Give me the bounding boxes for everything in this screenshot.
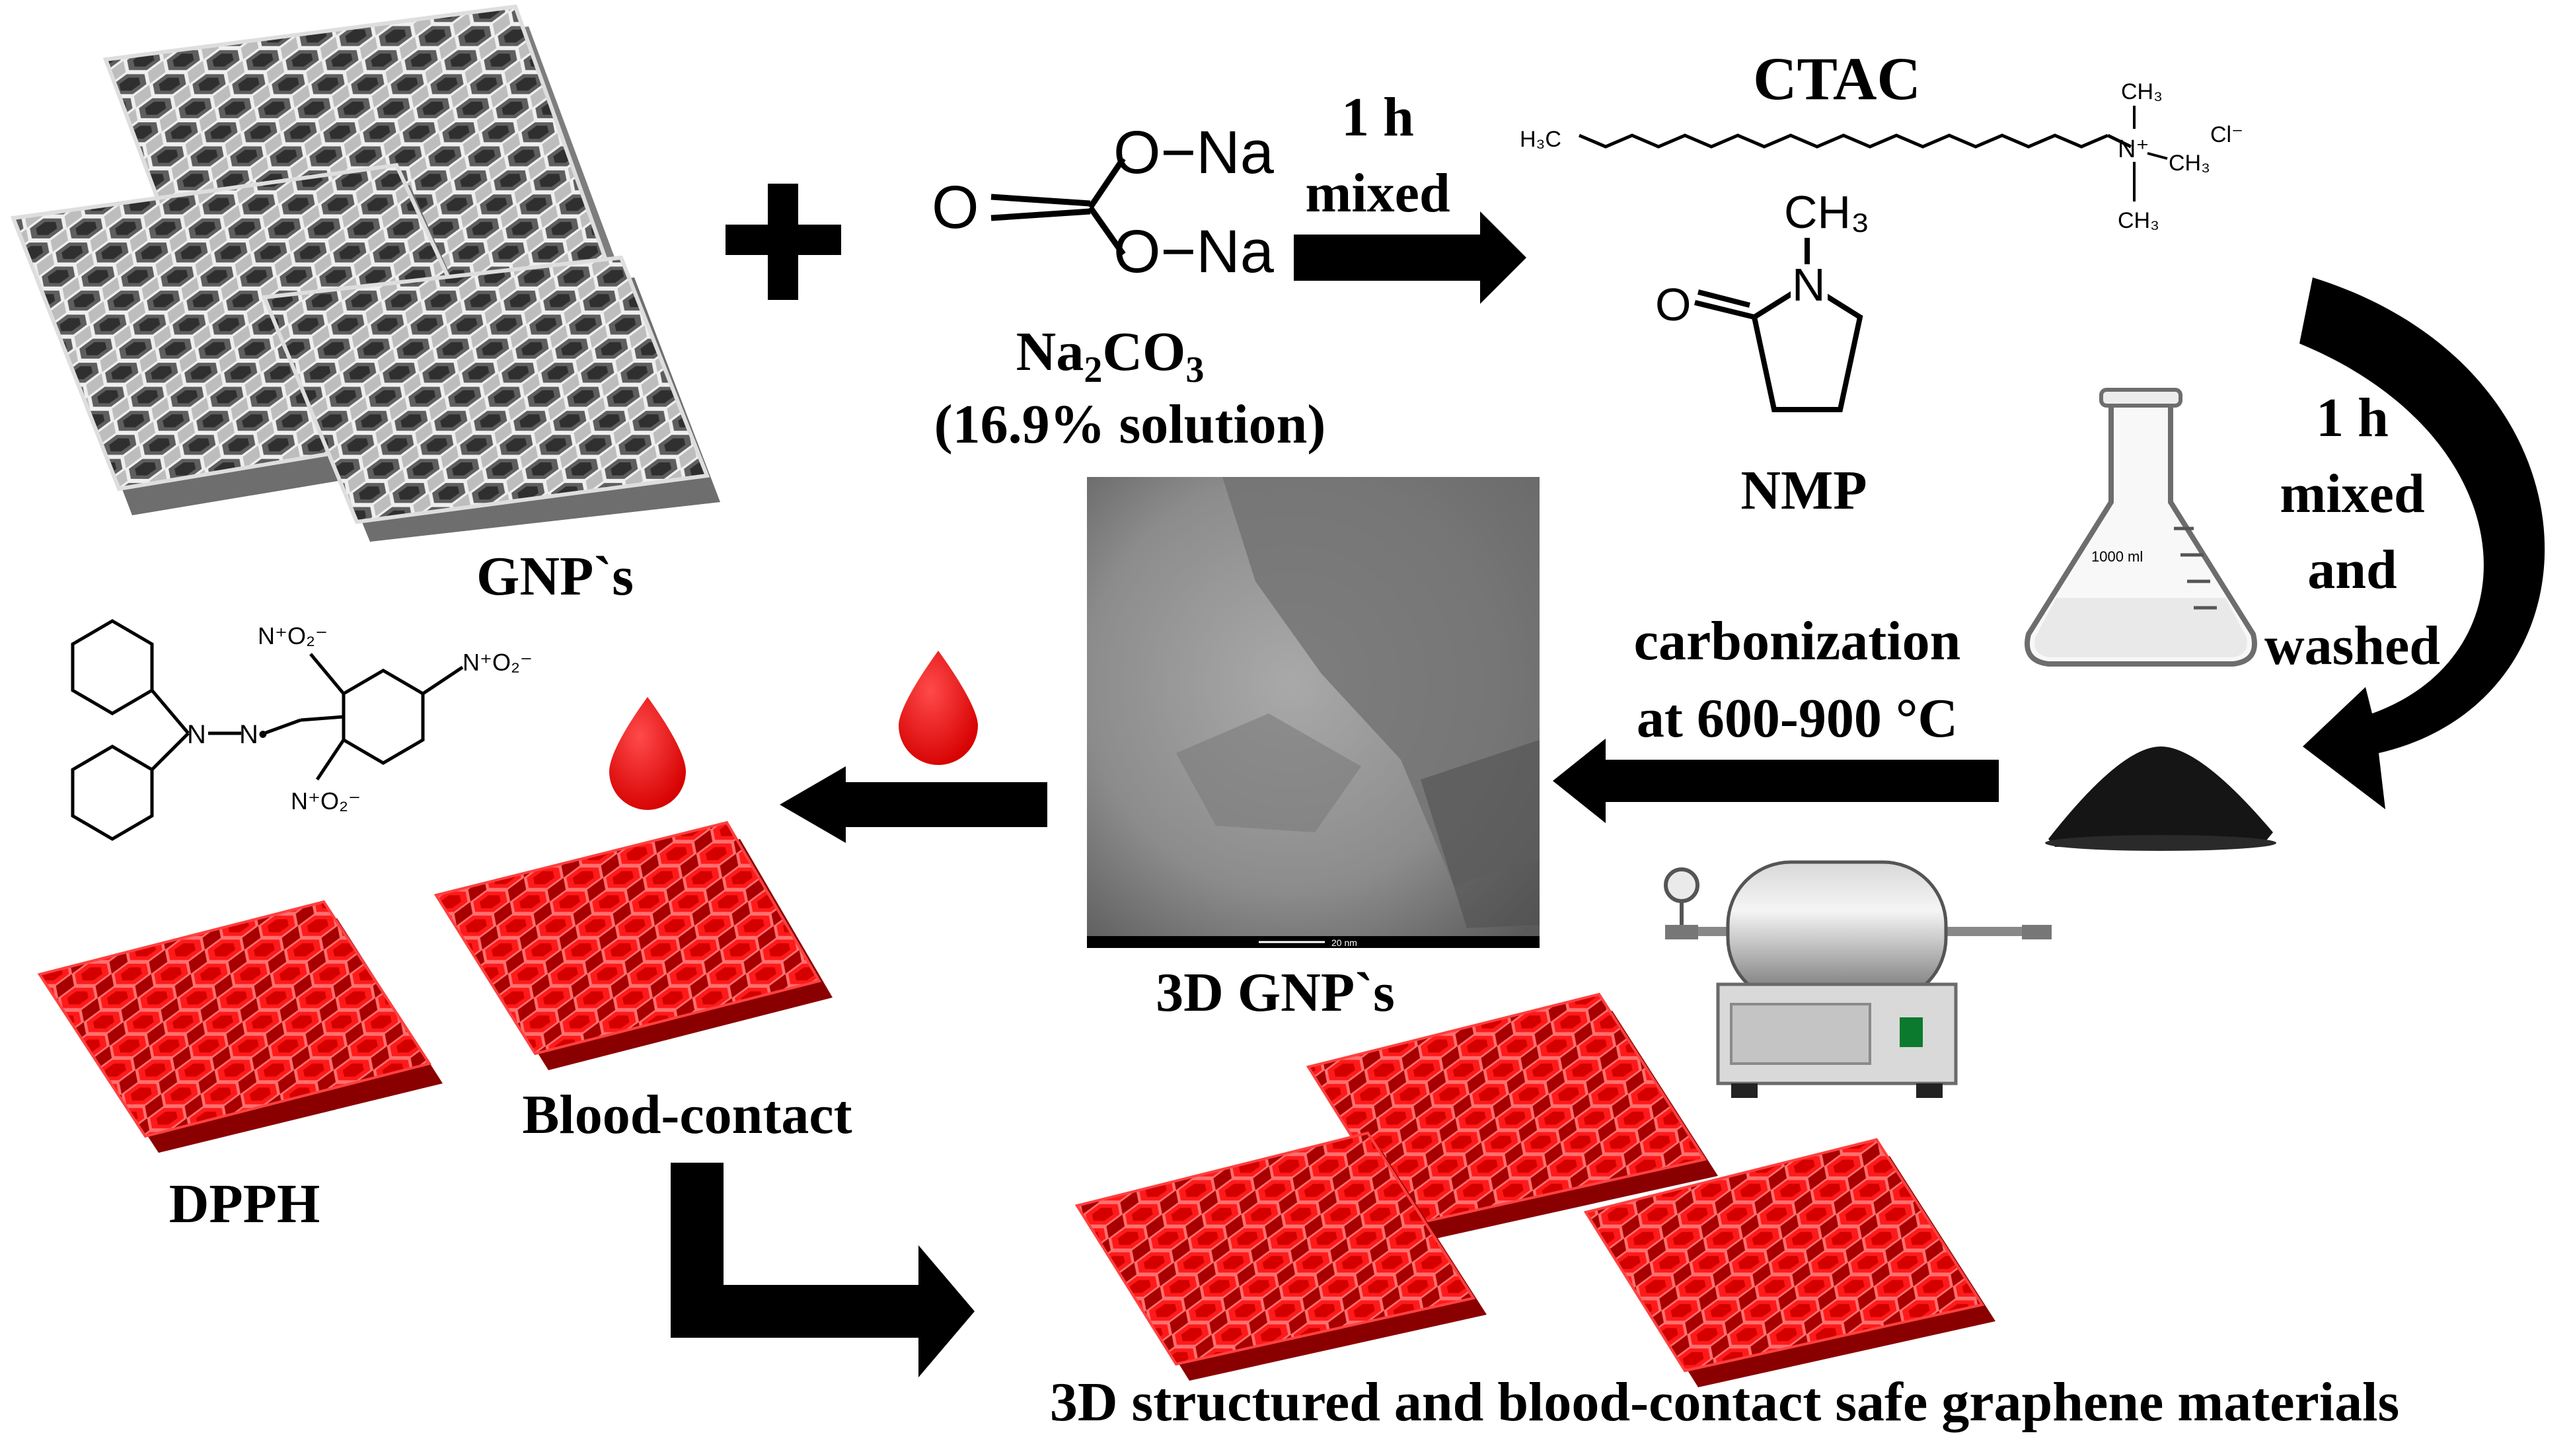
step2-washed-label: washed (2264, 615, 2440, 676)
red-graphene-sheet-icon (1306, 992, 1718, 1242)
dpph-no2-top: N⁺O₂⁻ (258, 622, 328, 649)
carbonization-temp-label: at 600-900 °C (1637, 688, 1958, 749)
graphene-stack-icon (10, 4, 720, 542)
step1-time-label: 1 h (1341, 87, 1414, 148)
black-powder-icon (2045, 746, 2276, 851)
ctac-h3c: H₃C (1520, 127, 1561, 152)
arrow-right-1 (1294, 211, 1526, 304)
dpph-n2: N• (239, 720, 268, 749)
plus-icon (726, 184, 841, 300)
dpph-no2-right: N⁺O₂⁻ (463, 649, 533, 676)
ctac-ch3-bottom: CH₃ (2118, 208, 2159, 233)
gnps-3d-label: 3D GNP`s (1156, 962, 1395, 1023)
ctac-n-plus: N⁺ (2118, 135, 2149, 163)
erlenmeyer-flask-icon: 1000 ml (2025, 388, 2257, 667)
na2co3-label: Na2CO3 (1016, 321, 1205, 390)
ctac-structure: H₃C N⁺ CH₃ CH₃ CH₃ Cl⁻ (1520, 79, 2243, 233)
red-graphene-sheet-icon (37, 900, 443, 1153)
na2co3-structure: O O−Na O−Na (932, 119, 1275, 285)
step1-mixed-label: mixed (1305, 163, 1450, 224)
blood-drop-icon (609, 697, 686, 810)
tube-furnace-icon (1664, 860, 2052, 1098)
dpph-labels: N N• N⁺O₂⁻ N⁺O₂⁻ N⁺O₂⁻ (187, 622, 533, 815)
nmp-structure: N CH₃ O (1655, 186, 1870, 412)
final-label: 3D structured and blood-contact safe gra… (1050, 1371, 2399, 1433)
carbonization-label: carbonization (1634, 610, 1961, 672)
na2co3-o-na-top: O−Na (1113, 119, 1275, 186)
step2-and-label: and (2307, 539, 2397, 601)
ctac-label: CTAC (1753, 45, 1921, 112)
dpph-no2-bottom: N⁺O₂⁻ (291, 787, 361, 815)
tem-image: 20 nm (1087, 477, 1540, 948)
red-graphene-sheet-icon (1074, 1131, 1487, 1381)
na2co3-o-double: O (932, 174, 979, 241)
blood-contact-label: Blood-contact (522, 1084, 852, 1146)
arrow-left-blood (780, 766, 1047, 843)
ctac-cl: Cl⁻ (2210, 122, 2243, 147)
na2co3-solution-label: (16.9% solution) (934, 394, 1326, 455)
arrow-left-carbonization (1553, 739, 1999, 823)
l-shaped-arrow (671, 1163, 975, 1377)
nmp-o: O (1655, 279, 1691, 330)
tem-scale-label: 20 nm (1331, 937, 1357, 948)
na2co3-o-na-bottom: O−Na (1113, 218, 1275, 285)
red-graphene-sheet-icon (433, 820, 833, 1070)
dpph-n1: N (187, 720, 206, 749)
nmp-n: N (1792, 259, 1826, 310)
dpph-structure (71, 619, 464, 841)
nmp-ch3: CH₃ (1784, 186, 1870, 238)
curved-arrow (2299, 277, 2545, 809)
dpph-label: DPPH (169, 1173, 320, 1235)
blood-drop-icon (899, 651, 978, 765)
flask-volume-label: 1000 ml (2091, 548, 2143, 565)
red-graphene-sheet-icon (1583, 1138, 1995, 1387)
gnps-label: GNP`s (476, 546, 634, 607)
ctac-ch3-right: CH₃ (2169, 151, 2210, 176)
nmp-label: NMP (1740, 460, 1867, 521)
ctac-ch3-top: CH₃ (2121, 79, 2163, 104)
step2-time-label: 1 h (2316, 387, 2389, 449)
step2-mixed-label: mixed (2280, 463, 2424, 525)
